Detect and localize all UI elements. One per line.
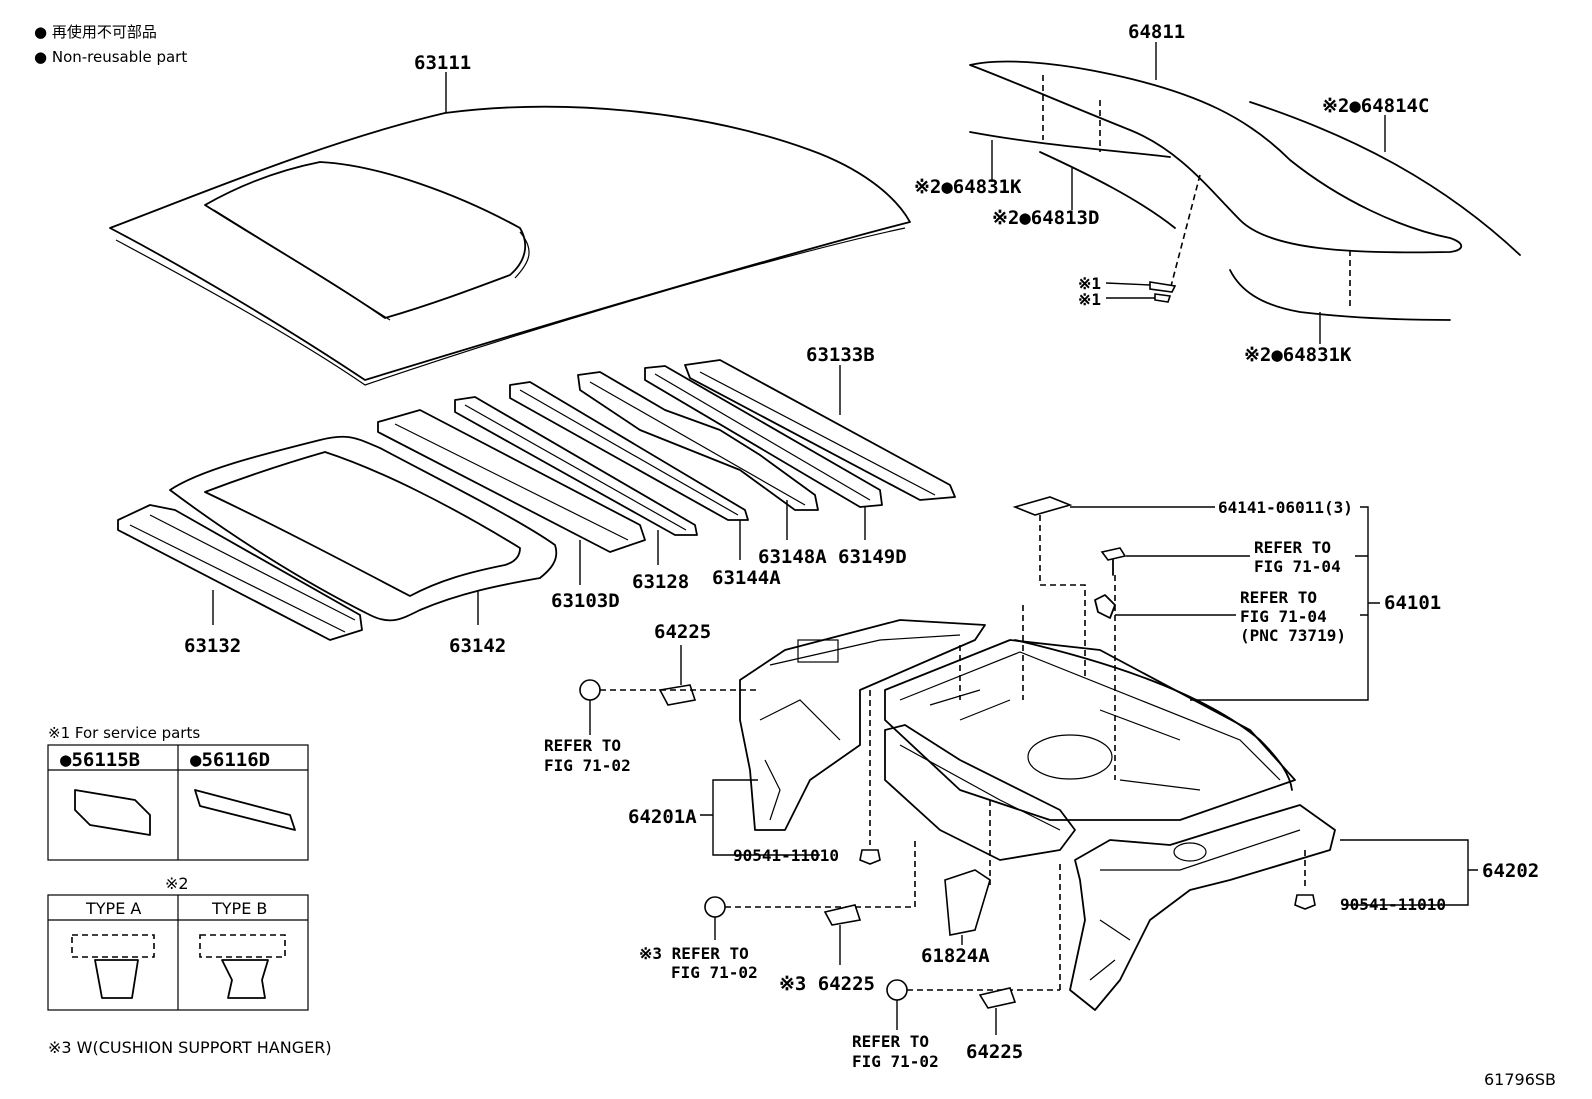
roof-bow-63144a[interactable]	[509, 381, 749, 521]
label-63103d: 63103D	[551, 590, 620, 612]
label-64814c: ※2●64814C	[1322, 95, 1429, 117]
label-64831k-lower: ※2●64831K	[1244, 344, 1352, 366]
label-63144a: 63144A	[712, 567, 781, 589]
service-parts-box	[47, 744, 309, 861]
clip-a[interactable]	[1149, 281, 1177, 293]
type-box-title: ※2	[165, 874, 189, 893]
nut-refer-71-02-c[interactable]	[886, 979, 908, 1001]
ref4-line1: ※3 REFER TO	[639, 944, 749, 963]
package-tray-64101[interactable]	[884, 639, 1296, 821]
molding-64831k-upper[interactable]	[969, 131, 1171, 158]
roof-bow-63148a[interactable]	[577, 371, 819, 511]
roof-bow-63103d[interactable]	[377, 409, 646, 553]
label-63149d: 63149D	[838, 546, 907, 568]
label-mark1a: ※1	[1078, 274, 1101, 293]
hanger-64225-c[interactable]	[978, 987, 1017, 1009]
clip-90541-a[interactable]	[859, 849, 881, 865]
label-64831k-upper: ※2●64831K	[914, 176, 1022, 198]
bolt-refer-71-04[interactable]	[1100, 547, 1127, 576]
type-a-label: TYPE A	[85, 899, 141, 918]
label-64225-c: 64225	[966, 1041, 1023, 1063]
quarter-inner-64201a[interactable]	[739, 619, 986, 831]
ref1-line2: FIG 71-04	[1254, 557, 1341, 576]
label-63132: 63132	[184, 635, 241, 657]
hanger-64225-a[interactable]	[658, 684, 697, 706]
leader-64201a	[700, 779, 820, 856]
back-window-glass[interactable]	[969, 60, 1463, 254]
tray-rear-flange	[1014, 639, 1293, 791]
hanger-64225-b[interactable]	[823, 904, 862, 926]
label-63142: 63142	[449, 635, 506, 657]
leader-64101-bracket	[1190, 506, 1380, 701]
legend-line-jp: ● 再使用不可部品	[34, 23, 157, 41]
label-61824a: 61824A	[921, 945, 990, 967]
front-header-63132[interactable]	[117, 504, 363, 641]
label-64201a: 64201A	[628, 806, 697, 828]
ref2-line2: FIG 71-04	[1240, 607, 1327, 626]
diagram-code: 61796SB	[1484, 1070, 1556, 1089]
center-dashed-lines	[869, 515, 1116, 900]
rear-panel-lower[interactable]	[884, 724, 1076, 861]
ref3-line1: REFER TO	[544, 736, 621, 755]
label-64101: 64101	[1384, 592, 1441, 614]
roof-bow-63133b[interactable]	[684, 359, 956, 501]
roof-panel[interactable]	[109, 105, 911, 386]
clip-90541-b[interactable]	[1294, 894, 1316, 910]
tape-64141[interactable]	[1012, 496, 1073, 516]
label-63111: 63111	[414, 52, 471, 74]
molding-64813d[interactable]	[1039, 151, 1176, 229]
roof-bow-63149d[interactable]	[644, 365, 883, 508]
glass-dashed-lines	[1042, 75, 1351, 310]
ref2-line3: (PNC 73719)	[1240, 626, 1346, 645]
label-56116d: ●56116D	[190, 749, 270, 771]
label-64225-a: 64225	[654, 621, 711, 643]
sunroof-frame-63142[interactable]	[169, 435, 558, 622]
footnote-3: ※3 W(CUSHION SUPPORT HANGER)	[48, 1038, 332, 1057]
legend-line-en: ● Non-reusable part	[34, 48, 187, 66]
label-64141: 64141-06011(3)	[1218, 498, 1353, 517]
molding-64814c[interactable]	[1249, 101, 1521, 256]
type-b-sketch	[221, 959, 269, 999]
service-box-title: ※1 For service parts	[48, 724, 200, 742]
nut-refer-71-02-a[interactable]	[579, 679, 601, 701]
label-63128: 63128	[632, 571, 689, 593]
type-box	[47, 894, 309, 1011]
pad-61824a[interactable]	[944, 869, 991, 936]
ref4-line2: FIG 71-02	[671, 963, 758, 982]
label-64813d: ※2●64813D	[992, 207, 1099, 229]
bracket-refer-73719[interactable]	[1094, 594, 1116, 619]
ref5-line2: FIG 71-02	[852, 1052, 939, 1071]
ref1-line1: REFER TO	[1254, 538, 1331, 557]
leader-64202	[1340, 839, 1478, 906]
label-63148a: 63148A	[758, 546, 827, 568]
label-mark1b: ※1	[1078, 290, 1101, 309]
ref5-line1: REFER TO	[852, 1032, 929, 1051]
ref2-line1: REFER TO	[1240, 588, 1317, 607]
type-b-label: TYPE B	[211, 899, 267, 918]
label-64202: 64202	[1482, 860, 1539, 882]
molding-64831k-lower[interactable]	[1229, 269, 1451, 321]
label-90541-b: 90541-11010	[1340, 895, 1446, 914]
leader-mark1a	[1105, 282, 1151, 286]
label-64225-b: ※3 64225	[779, 973, 875, 995]
ref3-line2: FIG 71-02	[544, 756, 631, 775]
type-a-sketch	[94, 959, 139, 999]
quarter-inner-64202[interactable]	[1069, 804, 1336, 1011]
label-63133b: 63133B	[806, 344, 875, 366]
label-90541-a: 90541-11010	[733, 846, 839, 865]
roof-bow-63128[interactable]	[454, 396, 698, 536]
label-64811: 64811	[1128, 21, 1185, 43]
legend: ● 再使用不可部品 ● Non-reusable part	[34, 23, 187, 66]
nut-refer-71-02-b[interactable]	[704, 896, 726, 918]
part-56116d-sketch	[194, 789, 296, 831]
clip-b[interactable]	[1154, 293, 1172, 303]
label-56115b: ●56115B	[60, 749, 140, 771]
part-56115b-sketch	[74, 789, 151, 836]
